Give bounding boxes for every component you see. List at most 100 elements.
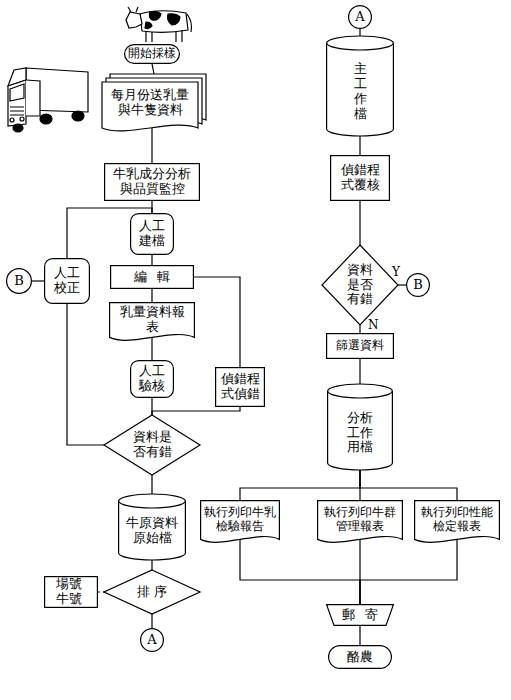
text-area: B	[6, 268, 32, 294]
text-area: 牛原資料原始檔	[124, 508, 180, 554]
truck-headlight	[20, 117, 24, 121]
flow-line	[32, 280, 44, 281]
flow-line	[151, 475, 152, 494]
flow-line	[398, 284, 406, 285]
node-label: 篩選資料	[336, 339, 384, 353]
shape-outline	[105, 164, 200, 201]
node-label: 偵錯程式覆核	[339, 163, 381, 193]
node-label: 編輯	[123, 270, 180, 285]
node-label: 郵寄	[331, 608, 388, 623]
report-document: 執行列印性能檢定報表	[414, 500, 500, 548]
flow-line	[359, 626, 360, 645]
node-label: B	[14, 274, 24, 289]
text-area: 每月份送乳量與牛隻資料	[106, 84, 194, 122]
text-area: 乳量資料報表	[115, 304, 189, 336]
node-label: 酪農	[347, 650, 373, 665]
cow-spot	[145, 22, 152, 29]
text-area: 執行列印牛群管理報表	[321, 502, 399, 538]
flow-line	[151, 560, 152, 570]
flow-line	[240, 540, 360, 604]
text-area: 人工驗核	[137, 362, 167, 396]
storage-cylinder: 牛原資料原始檔	[118, 494, 186, 560]
shape-outline	[329, 646, 392, 669]
shape-outline	[102, 74, 206, 131]
node-label: 開始採樣	[128, 47, 176, 61]
annotation-box: 場號牛號	[44, 576, 98, 608]
truck-illustration	[8, 68, 88, 132]
shape-outline	[125, 45, 180, 64]
truck-wheel	[40, 114, 52, 124]
flow-line	[151, 201, 152, 213]
cow-tail	[187, 14, 192, 32]
text-area: 牛乳成分分析與品質監控	[108, 165, 196, 199]
multi-document: 每月份送乳量與牛隻資料	[102, 74, 206, 136]
node-label: 排序	[133, 585, 171, 600]
node-label: 執行列印牛乳檢驗報告	[204, 506, 276, 534]
flow-line	[151, 398, 152, 415]
shape-outline	[331, 156, 390, 201]
shape-outline	[318, 501, 403, 543]
manual-operation: 人工建檔	[130, 213, 174, 255]
node-label: A	[355, 10, 364, 25]
connector-circle: A	[140, 628, 164, 652]
connector-circle: B	[6, 268, 32, 294]
report-document: 執行列印牛群管理報表	[317, 500, 403, 548]
storage-cylinder: 分析工作用檔	[327, 384, 393, 470]
node-label: 乳量資料報表	[115, 305, 189, 335]
flow-line	[152, 64, 154, 74]
shape-outline	[407, 274, 430, 297]
manual-operation: 郵寄	[326, 604, 394, 626]
shape-outline	[415, 501, 500, 543]
shape-outline	[322, 245, 398, 325]
flow-line	[359, 359, 360, 384]
text-area: 人工校正	[52, 261, 82, 301]
manual-operation: 人工校正	[44, 258, 90, 304]
flow-line	[359, 29, 360, 36]
flow-line	[240, 470, 360, 500]
node-label: 資料是否有錯	[132, 430, 172, 460]
cow-spot	[168, 14, 181, 25]
text-area: 排序	[104, 570, 200, 614]
node-label: 人工驗核	[137, 364, 167, 394]
node-label: 場號牛號	[54, 577, 84, 607]
flow-line	[151, 255, 152, 265]
cow-body	[140, 11, 188, 33]
flow-line	[67, 304, 104, 445]
text-area: 酪農	[328, 645, 392, 669]
node-label: 執行列印性能檢定報表	[418, 506, 496, 534]
flow-line	[359, 540, 360, 604]
process-box: 偵錯程式覆核	[330, 155, 390, 201]
flow-line	[151, 128, 152, 163]
shape-outline	[131, 361, 174, 398]
flow-line	[360, 540, 457, 604]
flow-line	[151, 614, 152, 628]
shape-outline	[7, 269, 32, 294]
flow-line	[359, 136, 360, 155]
node-label: 人工校正	[52, 266, 82, 296]
sort-diamond: 排序	[104, 570, 200, 614]
process-box: 偵錯程式偵錯	[215, 367, 265, 407]
truck-wheel	[72, 111, 84, 121]
text-area: 資料是否有錯	[342, 255, 378, 315]
node-label: 資料是否有錯	[342, 263, 378, 308]
node-label: 人工建檔	[137, 219, 167, 249]
connector-circle: B	[406, 273, 430, 297]
shape-outline	[327, 605, 394, 626]
node-label: 牛乳成分分析與品質監控	[108, 167, 196, 197]
shape-outline	[327, 334, 394, 359]
shape-outline	[141, 629, 164, 652]
document-shape: 乳量資料報表	[109, 302, 195, 346]
manual-operation: 人工驗核	[130, 360, 174, 398]
shape-outline	[328, 384, 393, 470]
process-box: 牛乳成分分析與品質監控	[104, 163, 200, 201]
text-area: 資料是否有錯	[132, 425, 172, 465]
text-area: B	[406, 273, 430, 297]
shape-outline	[216, 368, 265, 407]
text-area: A	[348, 5, 372, 29]
node-label: A	[147, 633, 156, 648]
text-area: A	[140, 628, 164, 652]
text-area: 開始採樣	[124, 44, 180, 64]
node-label: 分析工作用檔	[345, 411, 375, 456]
flow-line	[359, 325, 360, 333]
